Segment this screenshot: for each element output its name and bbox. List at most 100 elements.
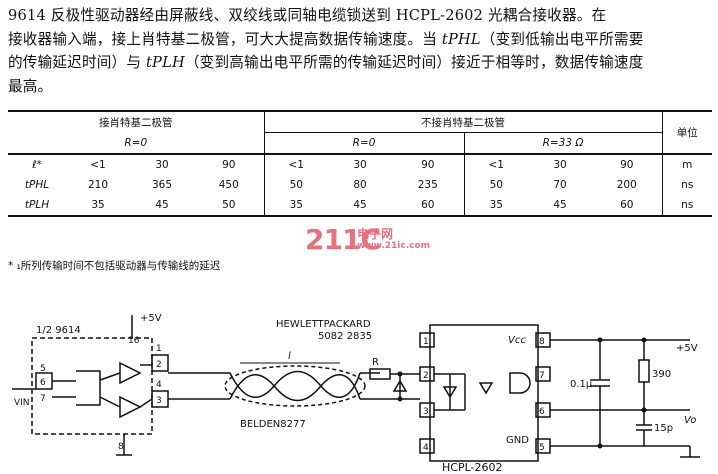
- table-cell: 210: [87, 179, 109, 191]
- table-cell: 60: [592, 195, 662, 217]
- row-label: tPLH: [8, 195, 66, 217]
- vo-label: Vo: [684, 415, 696, 426]
- table-cell: 90: [194, 153, 264, 175]
- paragraph-line-1: 9614 反极性驱动器经由屏蔽线、双绞线或同轴电缆锁送到 HCPL-2602 光…: [8, 7, 607, 24]
- res-390-label: 390: [652, 369, 671, 380]
- cap-label: 0.1μ: [570, 379, 593, 390]
- unit-cell: ns: [661, 175, 712, 195]
- pin-3: 3: [156, 396, 162, 406]
- table-cell: <1: [263, 153, 328, 175]
- row-label: ℓ*: [8, 153, 66, 175]
- table-row: tPHL 210 365 450 50 80 235 50 70 200 ns: [8, 175, 712, 195]
- symbol-tphl: tPHL: [441, 30, 481, 48]
- table-row: tPLH 35 45 50 35 45 60 35 45 60 ns: [8, 195, 712, 217]
- table-cell: <1: [66, 153, 130, 175]
- table-row: ℓ* <1 30 90 <1 30 90 <1 30 90 m: [8, 153, 712, 175]
- table-cell: 30: [130, 153, 194, 175]
- opto-pin-2: 2: [423, 371, 429, 381]
- gnd-label: GND: [506, 435, 529, 446]
- table-cell: 90: [592, 153, 662, 175]
- watermark-url: www.21ic.com: [357, 241, 431, 251]
- header-unit: 单位: [661, 110, 712, 154]
- cap-15p-label: 15p: [654, 423, 673, 434]
- table-cell: 60: [392, 195, 464, 217]
- twisted-wire-b: [229, 373, 361, 402]
- table-cell: <1: [463, 153, 528, 175]
- table-cell: 90: [392, 153, 464, 175]
- opto-pin-8: 8: [539, 337, 545, 347]
- table-cell: 235: [417, 179, 438, 191]
- table-condition-row: R=0 R=0 R=33 Ω: [8, 132, 712, 154]
- condition-b1: R=0: [263, 132, 464, 154]
- condition-a: R=0: [124, 136, 148, 149]
- input-buffer: [76, 370, 101, 406]
- row-label: tPHL: [24, 179, 50, 191]
- twisted-wire-a: [229, 370, 361, 399]
- paragraph-line-2-text: 接收器输入端，接上肖特基二极管，可大大提高数据传输速度。当: [8, 30, 442, 48]
- watermark-big: 211C: [305, 223, 381, 256]
- paragraph-line-2: 接收器输入端，接上肖特基二极管，可大大提高数据传输速度。当 tPHL（变到低输出…: [8, 28, 712, 52]
- table-cell: 365: [151, 179, 173, 191]
- pin-2: 2: [156, 360, 162, 370]
- unit-cell: ns: [661, 195, 712, 217]
- output-gate: [509, 372, 531, 394]
- table-cell: 35: [263, 195, 328, 217]
- description-paragraph: 9614 反极性驱动器经由屏蔽线、双绞线或同轴电缆锁送到 HCPL-2602 光…: [8, 4, 712, 98]
- opto-pin-7: 7: [539, 371, 545, 381]
- pin-6: 6: [40, 378, 46, 388]
- header-group-b: 不接肖特基二极管: [263, 110, 662, 133]
- optocoupler-box: [429, 324, 539, 462]
- circuit-diagram: 1/2 9614 +5V 16 8 5 6 7 1 2 4 3 VIN l BE…: [12, 313, 700, 474]
- opto-pin-4: 4: [423, 443, 429, 453]
- resistor-label: R: [372, 357, 379, 368]
- header-group-a: 接肖特基二极管: [8, 110, 264, 133]
- buffer-upper: [119, 361, 142, 385]
- photodiode-symbol: [478, 382, 494, 395]
- table-cell: 70: [553, 179, 567, 191]
- opto-pin-1: 1: [423, 337, 429, 347]
- paragraph-line-2-text-b: （变到低输出电平所需要: [480, 30, 644, 48]
- table-cell: 30: [528, 153, 592, 175]
- cable-shield: [224, 365, 366, 407]
- led-symbol: [442, 386, 458, 399]
- cable-length: l: [288, 351, 291, 362]
- pin-4: 4: [156, 380, 162, 390]
- table-cell: 50: [263, 175, 328, 195]
- table-cell: 50: [194, 195, 264, 217]
- resistor-r: [369, 368, 391, 380]
- table-cell: 45: [328, 195, 392, 217]
- schottky-diode: [392, 379, 408, 392]
- opto-pin-3: 3: [423, 407, 429, 417]
- paragraph-line-3-text: 的传输延迟时间）与: [8, 54, 146, 71]
- pin-1: 1: [156, 344, 162, 354]
- paragraph-line-3: 的传输延迟时间）与 tPLH（变到高输出电平所需的传输延迟时间）接近于相等时，数…: [8, 51, 712, 75]
- driver-ic-box: [31, 337, 153, 435]
- table-cell: 35: [463, 195, 528, 217]
- table-cell: 200: [616, 179, 637, 191]
- supply-label: +5V: [140, 313, 162, 324]
- watermark-small: 电子网: [357, 227, 394, 241]
- table-cell: 30: [328, 153, 392, 175]
- pin-5: 5: [40, 364, 46, 374]
- vin-label: VIN: [14, 398, 30, 408]
- table-header-row: 接肖特基二极管 不接肖特基二极管 单位: [8, 110, 712, 154]
- buffer-lower: [119, 395, 142, 419]
- symbol-tplh: tPLH: [145, 54, 185, 71]
- table-cell: 450: [218, 179, 239, 191]
- table-cell: 80: [353, 179, 367, 191]
- watermark-logo: 211C 电子网 www.21ic.com: [305, 223, 430, 256]
- opto-pin-6: 6: [539, 407, 545, 417]
- ic-label: 1/2 9614: [36, 325, 81, 336]
- paragraph-line-3-text-b: （变到高输出电平所需的传输延迟时间）接近于相等时，数据传输速度: [184, 54, 644, 71]
- table-cell: 35: [66, 195, 130, 217]
- unit-cell: m: [661, 153, 712, 175]
- cable-name: BELDEN8277: [240, 419, 306, 430]
- table-cell: 45: [528, 195, 592, 217]
- part-number: HCPL-2602: [442, 461, 502, 474]
- v5-label: +5V: [676, 343, 698, 354]
- opto-pin-5: 5: [539, 443, 545, 453]
- hp-line1: HEWLETTPACKARD: [276, 319, 371, 330]
- table-cell: 45: [130, 195, 194, 217]
- table-cell: 50: [463, 175, 528, 195]
- pin-16: 16: [128, 336, 140, 346]
